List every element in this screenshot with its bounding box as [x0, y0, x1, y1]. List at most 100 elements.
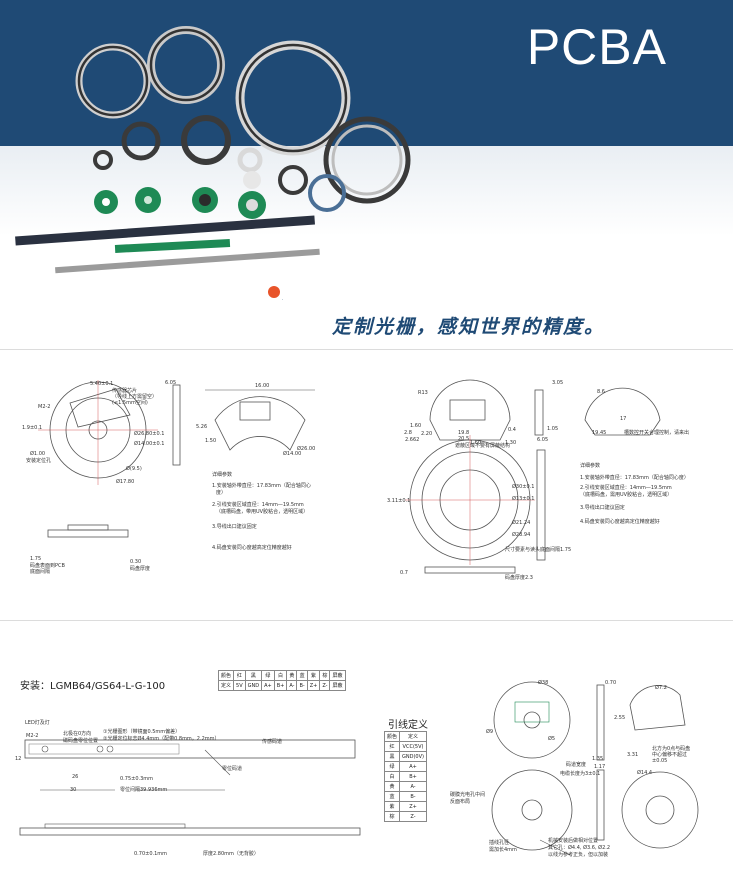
- dim-c-19: 3.11±0.1: [387, 498, 411, 504]
- dim-c-10: 1.05: [547, 426, 559, 432]
- dim-a-16: 底面间隔: [30, 569, 51, 575]
- drawing-d: [491, 681, 699, 856]
- pin-cell: 蓝: [296, 670, 308, 681]
- pcb-4: [238, 191, 266, 219]
- dim-c-21: 1.30: [505, 440, 517, 446]
- params-a-6: 4.码盘安装同心度越高定位精度越好: [212, 545, 292, 551]
- dim-a-9: Ø14.00±0.1: [134, 441, 165, 447]
- lead-cell: Z+: [399, 801, 427, 812]
- ring-left: [75, 43, 151, 119]
- pin-cell: B+: [273, 680, 288, 691]
- pcb-1: [94, 190, 118, 214]
- dim-d-12: Ø14.4: [637, 770, 653, 776]
- lead-cell: 蓝: [383, 791, 401, 802]
- lead-title: 引线定义: [388, 720, 428, 731]
- pin-cell: A-: [286, 680, 298, 691]
- pin-cell: 紫: [306, 670, 321, 681]
- inst-13: 零位间隔39.936mm: [120, 787, 168, 793]
- dim-a-11: 安装定位孔: [26, 458, 52, 464]
- params-a-2: 度）: [216, 490, 227, 496]
- pin-cell: 定义: [217, 680, 235, 691]
- dim-c-16: Ø13±0.1: [512, 496, 535, 502]
- params-b-head: 详细参数: [580, 463, 601, 469]
- pin-cell: 红: [233, 670, 246, 681]
- dim-a-13: Ø17.80: [116, 479, 135, 485]
- inst-3: 北极在0方向: [63, 731, 92, 737]
- product-collage: [15, 26, 411, 300]
- dim-d-5: 2.55: [614, 715, 626, 721]
- params-a-5: 3.导线出口建议固定: [212, 524, 257, 530]
- dim-b-4: Ø14.00: [283, 451, 302, 457]
- dim-c-3: 2.8: [404, 430, 412, 436]
- dim-d-14: 中心偏移不超过: [652, 752, 688, 758]
- dim-a-7: 1.9±0.1: [22, 425, 43, 431]
- params-a-1: 1.安装轴外带直径：17.83mm（配合轴同心: [212, 483, 311, 489]
- pin-cell: 黄: [286, 670, 298, 681]
- install-title: 安装：LGMB64/GS64-L-G-100: [20, 681, 166, 692]
- inst-15: 厚度2.80mm（无背胶）: [203, 851, 259, 857]
- dim-c-12: 17: [620, 416, 627, 422]
- dim-c-18: Ø28.94: [512, 532, 531, 538]
- ring-small-1: [181, 115, 231, 165]
- inst-7: 传感码道: [262, 739, 283, 745]
- pin-cell: 屏蔽: [329, 670, 346, 681]
- dim-d-22: 以线为参考正负，但以加装: [548, 852, 609, 858]
- dim-c-11: 8.6: [597, 389, 605, 395]
- page-title: PCBA: [526, 19, 667, 75]
- dim-d-20: 机械安装后做相对位置: [548, 838, 599, 844]
- dim-c-7: 20.5: [458, 436, 470, 442]
- dim-a-1: 5.40±0.1: [90, 381, 114, 387]
- accent-dot: [268, 286, 280, 298]
- lead-cell: 黑: [383, 751, 401, 762]
- dim-d-21: 其它孔：Ø4.4, Ø3.6, Ø2.2: [548, 845, 611, 851]
- params-b-4: 3.导线出口建议固定: [580, 505, 625, 511]
- lead-cell: A+: [399, 761, 427, 772]
- dim-c-20: 0.7: [400, 570, 408, 576]
- dim-d-10: 1.17: [594, 764, 606, 770]
- dim-a-8: Ø26.80±0.1: [134, 431, 165, 437]
- inst-10: 26: [72, 774, 79, 780]
- pin-cell: 屏蔽: [329, 680, 346, 691]
- lead-head: 颜色定义: [383, 731, 427, 742]
- pin-cell: 白: [273, 670, 288, 681]
- dim-c-2: 1.60: [410, 423, 422, 429]
- pin-cell: GND: [244, 680, 263, 691]
- dim-a-3: （导线上方需留空）: [112, 394, 158, 400]
- dim-a-5: 6.05: [165, 380, 177, 386]
- pin-cell: 颜色: [217, 670, 235, 681]
- dim-c-4: 2.662: [405, 437, 420, 443]
- ring-small-2: [121, 121, 161, 161]
- pin-cell: 棕: [319, 670, 331, 681]
- lead-cell: Z-: [399, 811, 427, 822]
- ring-blue: [308, 174, 346, 212]
- dim-d-15: ±0.05: [652, 758, 668, 764]
- pin-cell: 5V: [233, 680, 246, 691]
- dim-d-4: 0.70: [605, 680, 617, 686]
- pin-row-color: 颜色红黑绿白黄蓝紫棕屏蔽: [217, 670, 346, 681]
- lead-cell: 白: [383, 771, 401, 782]
- ring-small-3: [237, 147, 263, 173]
- note-c-4: 码盘厚度2.3: [505, 575, 533, 581]
- dim-a-6: M2-2: [38, 404, 51, 410]
- lead-cell: 定义: [399, 731, 427, 742]
- drawing-a: [38, 380, 181, 538]
- dim-a-18: 码盘厚度: [130, 566, 151, 572]
- ring-medium: [147, 26, 225, 104]
- dim-a-14: 1.75: [30, 556, 42, 562]
- inst-12: 0.75±0.3mm: [120, 776, 154, 782]
- dim-d-2: Ø9: [486, 729, 494, 735]
- lead-cell: 颜色: [383, 731, 401, 742]
- dim-c-9: 3.05: [552, 380, 564, 386]
- lead-cell: 绿: [383, 761, 401, 772]
- dim-a-2: 传感器芯片: [112, 388, 138, 394]
- dim-c-13: 19.45: [592, 430, 607, 436]
- lead-cell: A-: [399, 781, 427, 792]
- scale-bar-dark: [15, 215, 315, 246]
- note-c-2: 槽数控开关合理控制，请来出: [624, 430, 690, 436]
